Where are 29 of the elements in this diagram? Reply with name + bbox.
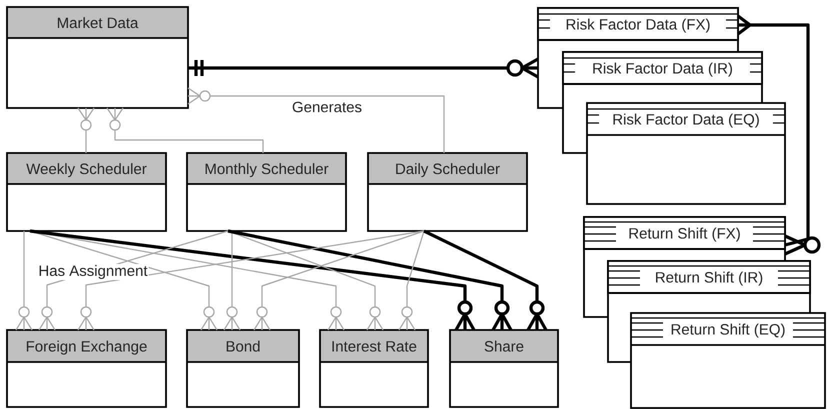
relationship-line [188,58,539,78]
relationship-line [78,230,424,330]
entity-box: Share [449,329,559,408]
entity-box: Monthly Scheduler [186,152,347,232]
entity-box: Market Data [6,6,189,109]
edge-label: Generates [290,100,364,114]
relationship-line [16,231,33,330]
relationship-line [78,108,94,153]
entity-box: Return Shift (IR) [607,260,811,294]
relationship-line [106,108,264,153]
entity-box: Risk Factor Data (FX) [537,7,739,41]
relationship-label: Has Assignment [37,264,149,280]
entity-box: Return Shift (FX) [583,216,786,250]
relationship-line [188,88,445,153]
entity-box: Risk Factor Data (EQ) [586,102,786,205]
entity-box: Return Shift (EQ) [630,312,826,409]
relationship-line [224,231,241,330]
relationship-line [30,229,476,331]
relationship-line [737,14,821,256]
relationship-line [398,230,425,330]
relationship-line [254,230,424,330]
relationship-line [228,229,512,331]
entity-box: Risk Factor Data (IR) [562,51,763,85]
entity-box: Foreign Exchange [6,329,167,408]
entity-box: Bond [186,329,300,408]
entity-box: Weekly Scheduler [6,152,167,232]
entity-box: Interest Rate [319,329,429,408]
relationship-line [423,230,548,331]
entity-box: Daily Scheduler [367,152,528,232]
